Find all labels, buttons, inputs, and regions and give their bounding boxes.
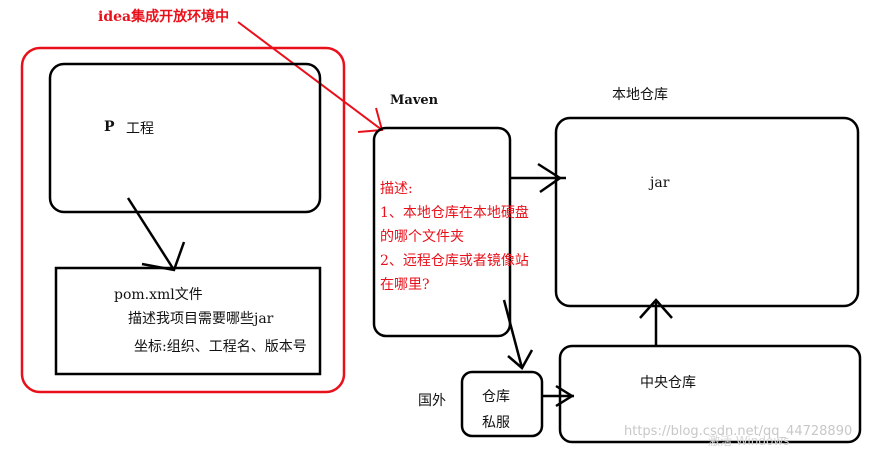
pom-box — [54, 266, 322, 376]
local-repo-content: jar — [650, 175, 670, 191]
maven-title: Maven — [390, 93, 439, 108]
central-repo-box — [558, 344, 862, 444]
ide-environment-frame — [20, 46, 346, 394]
local-repo-box — [554, 116, 860, 308]
pom-line1: 描述我项目需要哪些jar — [128, 311, 274, 327]
maven-to-private-arrowhead — [507, 349, 534, 370]
maven-desc-line2: 的哪个文件夹 — [380, 229, 464, 245]
annotation-arrow-head — [357, 107, 384, 133]
annotation-arrow-line — [237, 21, 383, 131]
central-repo-title: 中央仓库 — [640, 375, 696, 391]
private-repo-box — [460, 370, 544, 438]
private-to-central-arrowhead — [555, 384, 575, 408]
maven-box — [372, 126, 512, 338]
pom-line2: 坐标:组织、工程名、版本号 — [134, 339, 307, 355]
maven-to-private-arrow — [502, 299, 524, 369]
private-repo-line2: 私服 — [482, 415, 510, 431]
local-repo-title: 本地仓库 — [612, 87, 668, 103]
project-to-pom-arrowhead — [141, 241, 186, 272]
watermark-url: https://blog.csdn.net/qq_44728890 — [624, 424, 853, 439]
private-repo-prefix: 国外 — [418, 393, 446, 409]
maven-desc-line1: 1、本地仓库在本地硬盘 — [380, 205, 529, 221]
maven-to-local-arrowhead — [537, 162, 563, 194]
pom-title: pom.xml文件 — [114, 287, 203, 303]
watermark-overlay: 激活 Windows — [708, 434, 790, 448]
project-to-pom-arrow — [126, 197, 176, 271]
maven-desc-line4: 在哪里? — [380, 277, 430, 293]
private-repo-line1: 仓库 — [482, 389, 510, 405]
maven-desc-heading: 描述: — [380, 181, 413, 197]
project-box — [48, 62, 322, 214]
project-title: 工程 — [126, 121, 154, 137]
maven-desc-line3: 2、远程仓库或者镜像站 — [380, 253, 529, 269]
project-prefix-label: P — [104, 119, 115, 135]
annotation-label: idea集成开放环境中 — [98, 9, 230, 25]
central-to-local-arrowhead — [639, 298, 673, 319]
